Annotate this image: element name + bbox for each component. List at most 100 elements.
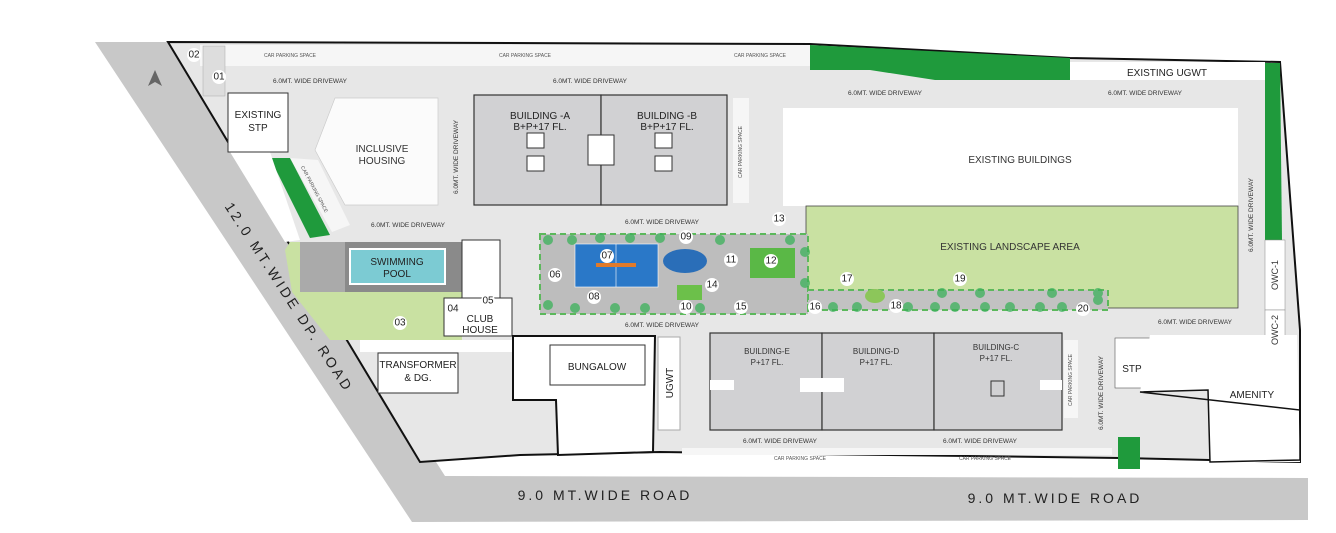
- core-a: [526, 132, 545, 149]
- core-b-2: [654, 155, 673, 172]
- marker-18: 18: [889, 299, 903, 313]
- existing-stp-label-2: STP: [248, 123, 268, 134]
- marker-06: 06: [548, 268, 562, 282]
- existing-landscape-label: EXISTING LANDSCAPE AREA: [940, 242, 1080, 253]
- swimming-pool: [349, 248, 446, 285]
- driveway-label: 6.0MT. WIDE DRIVEWAY: [943, 438, 1018, 445]
- building-d-floors: P+17 FL.: [860, 358, 893, 367]
- driveway-label: 6.0MT. WIDE DRIVEWAY: [1248, 177, 1255, 252]
- marker-label: 01: [213, 72, 225, 83]
- marker-label: 06: [549, 270, 561, 281]
- lawn-03: [292, 292, 462, 340]
- building-b-name: BUILDING -B: [637, 111, 697, 122]
- bungalow: [549, 344, 646, 386]
- clubhouse-upper: [461, 239, 501, 299]
- driveway-label: 6.0MT. WIDE DRIVEWAY: [743, 438, 818, 445]
- marker-01: 01: [212, 70, 226, 84]
- parking-vertical-c: [1064, 340, 1078, 418]
- core-a-2: [526, 155, 545, 172]
- driveway-label: 6.0MT. WIDE DRIVEWAY: [553, 78, 628, 85]
- marker-label: 09: [680, 232, 692, 243]
- marker-16: 16: [808, 300, 822, 314]
- building-d-name: BUILDING-D: [853, 347, 899, 356]
- trees: [543, 233, 1103, 313]
- green-buffer-right: [1265, 63, 1282, 240]
- marker-label: 14: [706, 280, 718, 291]
- marker-07: 07: [600, 249, 614, 263]
- existing-buildings-label: EXISTING BUILDINGS: [968, 155, 1072, 166]
- pool-label: SWIMMING: [370, 257, 424, 268]
- parking-label: CAR PARKING SPACE: [774, 456, 827, 462]
- club-house-label: CLUB: [467, 314, 494, 325]
- club-house-label-2: HOUSE: [462, 325, 498, 336]
- marker-label: 11: [726, 255, 737, 266]
- marker-20: 20: [1076, 302, 1090, 316]
- amenity-label: AMENITY: [1230, 390, 1275, 401]
- building-a: [473, 94, 602, 206]
- court-bench: [596, 263, 636, 267]
- existing-buildings: [783, 108, 1238, 206]
- marker-label: 05: [482, 296, 494, 307]
- inclusive-housing-label-2: HOUSING: [359, 156, 406, 167]
- kids-pool: [663, 249, 707, 273]
- existing-stp: [227, 92, 289, 153]
- building-a-name: BUILDING -A: [510, 111, 570, 122]
- core-c: [990, 380, 1005, 397]
- lawn-west: [285, 242, 300, 292]
- notch-ed: [800, 378, 844, 392]
- driveway-label: 6.0MT. WIDE DRIVEWAY: [1098, 355, 1105, 430]
- driveway-labels: 6.0MT. WIDE DRIVEWAY 6.0MT. WIDE DRIVEWA…: [273, 78, 1255, 445]
- bottom-parking: [682, 448, 1112, 455]
- lawn-18: [865, 289, 885, 303]
- marker-label: 16: [809, 302, 821, 313]
- marker-label: 03: [394, 318, 406, 329]
- owc-1-label: OWC-1: [1270, 260, 1280, 290]
- stp-label: STP: [1122, 364, 1142, 375]
- marker-02: 02: [187, 48, 201, 62]
- amenity-boundary: [1139, 389, 1301, 463]
- owc-2-label: OWC-2: [1270, 315, 1280, 345]
- diagonal-parking: [290, 158, 350, 232]
- driveway-label: 6.0MT. WIDE DRIVEWAY: [1158, 319, 1233, 326]
- marker-label: 20: [1077, 304, 1089, 315]
- parking-label: CAR PARKING SPACE: [959, 456, 1012, 462]
- ugwt: [657, 336, 681, 431]
- building-a-floors: B+P+17 FL.: [513, 122, 566, 133]
- link-ab: [587, 134, 615, 166]
- marker-label: 10: [680, 302, 692, 313]
- green-buffer-top: [810, 45, 1070, 80]
- white-strip-left: [230, 152, 300, 242]
- parking-vertical-ab: [733, 98, 749, 203]
- marker-11: 11: [724, 253, 738, 267]
- north-arrow-icon: [148, 70, 162, 86]
- transformer-label: TRANSFORMER: [379, 360, 456, 371]
- driveway-label: 6.0MT. WIDE DRIVEWAY: [453, 119, 460, 194]
- marker-label: 18: [890, 301, 902, 312]
- pool-label-2: POOL: [383, 269, 411, 280]
- inclusive-housing-label: INCLUSIVE: [356, 144, 409, 155]
- south-road-label-2: 9.0 MT.WIDE ROAD: [968, 490, 1143, 506]
- markers: 01 02 03 04 05 06 07 08 09 10 11 12 13 1…: [187, 48, 1090, 330]
- marker-17: 17: [840, 272, 854, 286]
- marker-13: 13: [772, 212, 786, 226]
- marker-05: 05: [481, 294, 495, 308]
- marker-label: 13: [773, 214, 785, 225]
- building-c-floors: P+17 FL.: [980, 354, 1013, 363]
- marker-15: 15: [734, 300, 748, 314]
- marker-label: 02: [188, 50, 200, 61]
- ugwt-label: UGWT: [665, 368, 676, 399]
- marker-08: 08: [587, 290, 601, 304]
- marker-12: 12: [764, 254, 778, 268]
- parking-label: CAR PARKING SPACE: [1068, 353, 1074, 406]
- parking-label: CAR PARKING SPACE: [738, 125, 744, 178]
- building-c-name: BUILDING-C: [973, 343, 1019, 352]
- marker-04: 04: [446, 302, 460, 316]
- driveway-label: 6.0MT. WIDE DRIVEWAY: [625, 219, 700, 226]
- parking-label: CAR PARKING SPACE: [734, 53, 787, 59]
- marker-09: 09: [679, 230, 693, 244]
- marker-label: 12: [765, 256, 777, 267]
- core-b: [654, 132, 673, 149]
- building-e-name: BUILDING-E: [744, 347, 790, 356]
- building-b-floors: B+P+17 FL.: [640, 122, 693, 133]
